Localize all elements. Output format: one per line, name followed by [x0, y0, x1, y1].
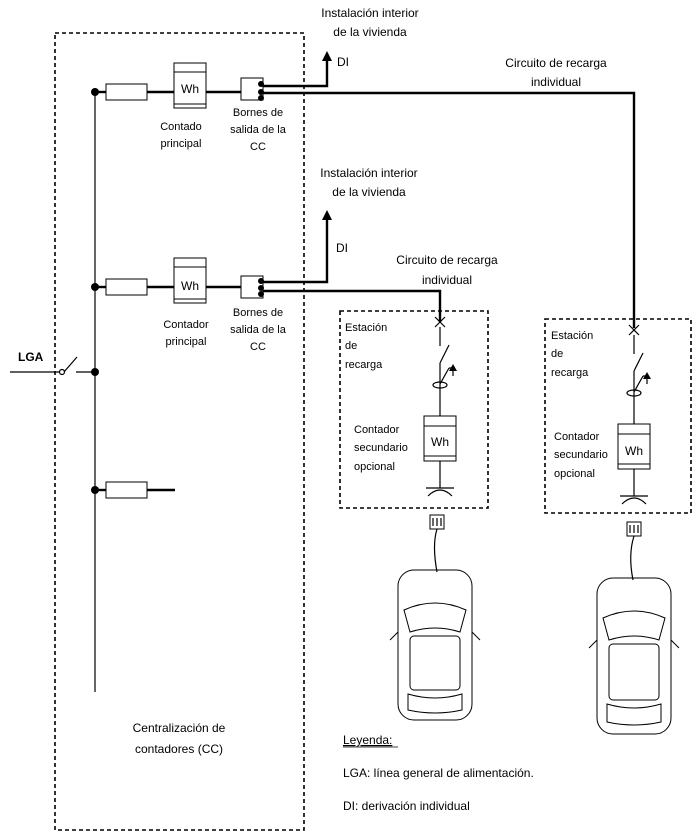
meter-row-3 [95, 481, 175, 499]
output-terminals-1 [240, 77, 264, 101]
ev-car-2 [588, 521, 680, 735]
terminals-2-label: CC [250, 341, 266, 353]
meter-row-1: Wh [95, 51, 636, 328]
lga-label: LGA [18, 350, 44, 364]
cc-label: contadores (CC) [135, 742, 223, 756]
recharge-circuit-2 [263, 289, 442, 322]
station-1-label: Estación [345, 322, 387, 334]
secondary-meter-2-label: secundario [554, 449, 608, 461]
meter-1-label: principal [161, 138, 202, 150]
car-icon [389, 569, 481, 721]
circuit-1-label: individual [531, 75, 581, 89]
charging-station-2: Wh [544, 318, 692, 514]
meter-2-label: principal [166, 336, 207, 348]
lga-feeder [10, 356, 95, 376]
wh-label: Wh [431, 435, 449, 449]
terminals-1-label: CC [250, 141, 266, 153]
legend-di: DI: derivación individual [343, 799, 470, 813]
secondary-meter-2-label: opcional [554, 468, 595, 480]
meter-row-2: Wh [95, 210, 442, 322]
arrow-up-icon [322, 210, 332, 220]
interior-2-label: Instalación interior [320, 166, 417, 180]
terminals-1-label: salida de la [230, 124, 287, 136]
secondary-meter-1-label: Contador [354, 424, 400, 436]
legend: Leyenda: LGA: línea general de alimentac… [343, 733, 534, 813]
di-line-1 [263, 58, 329, 88]
station-2-label: Estación [551, 330, 593, 342]
interior-1-label: de la vivienda [333, 25, 407, 39]
terminals-2-label: salida de la [230, 324, 287, 336]
secondary-meter-1-label: opcional [354, 461, 395, 473]
car-icon [588, 577, 680, 735]
cc-enclosure [54, 32, 305, 831]
meter-1-label: Contado [160, 121, 202, 133]
legend-title: Leyenda: [343, 733, 392, 747]
interior-2-label: de la vivienda [332, 185, 406, 199]
output-terminals-2 [240, 275, 264, 299]
station-2-label: de [551, 348, 563, 360]
terminals-2-label: Bornes de [233, 307, 283, 319]
secondary-meter-2-label: Contador [554, 431, 600, 443]
di-label-1: DI [337, 55, 349, 69]
wh-label: Wh [181, 279, 199, 293]
fuse-3 [105, 481, 148, 499]
circuit-1-label: Circuito de recarga [505, 56, 607, 70]
wh-label: Wh [181, 82, 199, 96]
circuit-2-label: Circuito de recarga [396, 253, 498, 267]
legend-lga: LGA: línea general de alimentación. [343, 766, 534, 780]
station-1-label: de [345, 340, 357, 352]
secondary-meter-1-label: secundario [354, 442, 408, 454]
cc-label: Centralización de [133, 721, 226, 735]
di-line-2 [263, 218, 329, 284]
di-label-2: DI [336, 241, 348, 255]
arrow-up-icon [322, 51, 332, 61]
fuse-1 [105, 83, 148, 101]
recharge-circuit-1 [263, 91, 636, 328]
meter-2-label: Contador [163, 319, 209, 331]
interior-1-label: Instalación interior [321, 6, 418, 20]
station-2-label: recarga [551, 367, 589, 379]
main-meter-1: Wh [173, 62, 207, 109]
wh-label: Wh [625, 444, 643, 458]
terminals-1-label: Bornes de [233, 107, 283, 119]
main-meter-2: Wh [173, 257, 207, 304]
circuit-2-label: individual [422, 273, 472, 287]
charging-station-1: Wh [339, 310, 489, 509]
ev-car-1 [389, 514, 481, 721]
fuse-2 [105, 278, 148, 296]
station-1-label: recarga [345, 359, 383, 371]
